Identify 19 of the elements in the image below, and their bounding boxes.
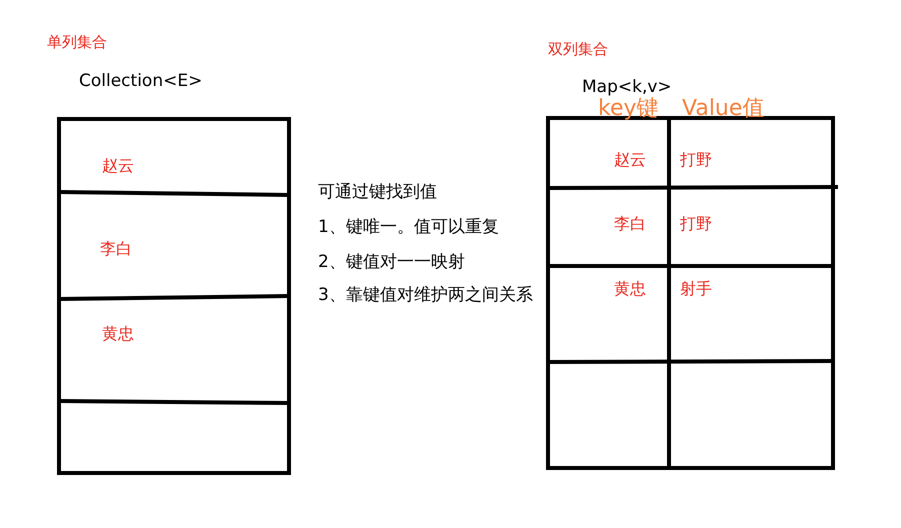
cell-text: 赵云 — [614, 150, 646, 170]
cell-text: 黄忠 — [614, 279, 646, 298]
cell-text: 李白 — [614, 214, 646, 234]
interface-name: Map<k,v> — [582, 77, 672, 97]
cell-text: 打野 — [680, 214, 712, 234]
cell-text: 李白 — [100, 239, 132, 258]
cell-text: 打野 — [680, 150, 712, 170]
collection-title: 双列集合 — [548, 40, 608, 58]
note-text: 3、靠键值对维护两之间关系 — [318, 284, 533, 307]
cell-text: 射手 — [680, 279, 712, 298]
column-header: key键 — [598, 96, 659, 122]
interface-name: Collection<E> — [79, 71, 202, 92]
collection-title: 单列集合 — [47, 33, 107, 51]
note-text: 2、键值对一一映射 — [318, 252, 465, 272]
cell-text: 黄忠 — [102, 324, 134, 344]
note-text: 可通过键找到值 — [318, 182, 437, 202]
cell-text: 赵云 — [102, 156, 134, 176]
column-header: Value值 — [682, 96, 764, 122]
note-text: 1、键唯一。值可以重复 — [318, 217, 499, 238]
